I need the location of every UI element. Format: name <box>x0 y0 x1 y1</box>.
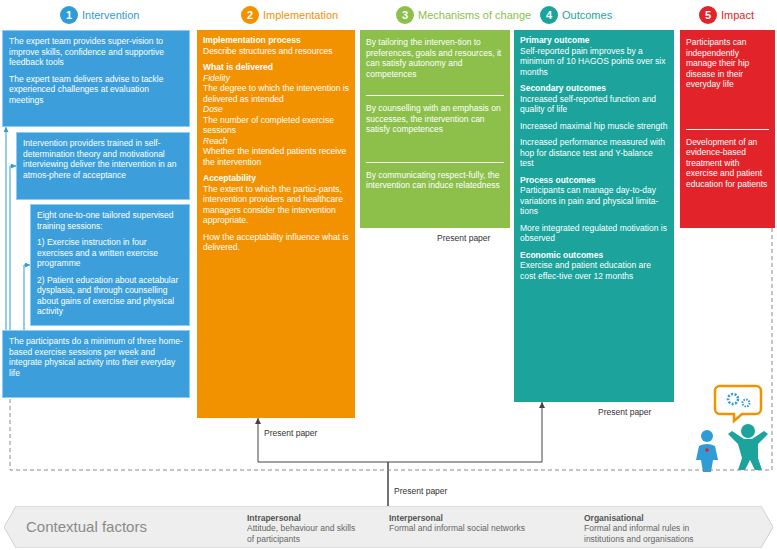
body-text: Eight one-to-one tailored supervised tra… <box>37 210 183 231</box>
body-text: The expert team provides super-vision to… <box>9 36 183 68</box>
column-heading: Intervention <box>82 8 139 22</box>
section-heading: Secondary outcomes <box>520 83 668 94</box>
present-paper-note: Present paper <box>264 428 317 438</box>
section-heading: Organisational <box>584 513 724 524</box>
step-number-text: 3 <box>396 6 414 24</box>
measure-name: Reach <box>203 136 349 147</box>
body-text: Describe structures and resources <box>203 46 349 57</box>
section-heading: Economic outcomes <box>520 250 668 261</box>
section-heading: Implementation process <box>203 35 349 46</box>
body-text: More integrated regulated motivation is … <box>520 223 668 244</box>
body-text: Intervention providers trained in self-d… <box>23 138 183 180</box>
flow-arrow <box>6 127 7 330</box>
intervention-box: The participants do a minimum of three h… <box>2 330 190 398</box>
body-text: The extent to which the partici-pants, i… <box>203 184 349 226</box>
context-band: Contextual factors IntrapersonalAttitude,… <box>4 506 773 548</box>
step-number-text: 2 <box>241 6 259 24</box>
measure-name: Fidelity <box>203 73 349 84</box>
outcomes-box: Primary outcomeSelf-reported pain improv… <box>514 30 674 402</box>
body-text: Attitude, behaviour and skills of partic… <box>247 523 357 544</box>
body-text: Formal and informal rules in institution… <box>584 523 724 544</box>
flow-arrow <box>258 418 388 506</box>
body-text: The degree to which the intervention is … <box>203 83 349 104</box>
body-text: Increased self-reported function and qua… <box>520 94 668 115</box>
people-icon <box>696 386 768 472</box>
body-text: Increased performance measured with hop … <box>520 137 668 169</box>
body-text: The number of completed exercise session… <box>203 115 349 136</box>
section-heading: Intrapersonal <box>247 513 357 524</box>
body-text: Participants can independently manage th… <box>686 30 769 129</box>
body-text: By tailoring the interven-tion to prefer… <box>366 30 504 95</box>
body-text: Participants can manage day-to-day varia… <box>520 185 668 217</box>
body-text: 2) Patient education about acetabular dy… <box>37 275 183 317</box>
step-number-text: 5 <box>699 6 717 24</box>
band-outline <box>4 506 773 548</box>
section-heading: What is delivered <box>203 62 349 73</box>
person-head <box>741 424 755 438</box>
column-heading: Outcomes <box>562 8 612 22</box>
person-head <box>701 430 713 442</box>
present-paper-note: Present paper <box>598 407 651 417</box>
section-heading: Acceptability <box>203 173 349 184</box>
body-text: The participants do a minimum of three h… <box>9 336 183 378</box>
body-text: Exercise and patient education are cost … <box>520 260 668 281</box>
gear-symbol <box>743 400 750 407</box>
body-text: By communicating respect-fully, the inte… <box>366 162 504 228</box>
body-text: Whether the intended patients receive th… <box>203 146 349 167</box>
section-heading: Process outcomes <box>520 175 668 186</box>
present-paper-note: Present paper <box>394 486 447 496</box>
intervention-box: Intervention providers trained in self-d… <box>16 132 190 200</box>
column-heading: Implementation <box>263 8 338 22</box>
step-number: 4 <box>540 6 558 24</box>
intervention-box: The expert team provides super-vision to… <box>2 30 190 127</box>
step-number-text: 4 <box>540 6 558 24</box>
person-body <box>728 431 768 470</box>
gear-symbol <box>728 394 738 404</box>
impact-box: Participants can independently manage th… <box>680 30 775 228</box>
body-text: How the acceptability influence what is … <box>203 232 349 253</box>
body-text: By counselling with an emphasis on succe… <box>366 95 504 161</box>
intervention-box: Eight one-to-one tailored supervised tra… <box>30 204 190 326</box>
flow-arrow <box>388 402 542 506</box>
circle-outline <box>396 6 414 24</box>
mechanism-box: By tailoring the interven-tion to prefer… <box>360 30 510 228</box>
step-number: 2 <box>241 6 259 24</box>
measure-name: Dose <box>203 104 349 115</box>
step-number-text: 1 <box>60 6 78 24</box>
step-number: 3 <box>396 6 414 24</box>
body-text: Formal and informal social networks <box>389 523 569 534</box>
section-heading: Interpersonal <box>389 513 569 524</box>
person-body <box>696 444 718 472</box>
circle-outline <box>699 6 717 24</box>
cross-symbol <box>705 448 709 452</box>
circle-outline <box>60 6 78 24</box>
circle-outline <box>540 6 558 24</box>
body-text: Development of an evidence-based treatme… <box>686 129 769 229</box>
section-heading: Primary outcome <box>520 35 668 46</box>
speech-bubble <box>715 386 761 421</box>
body-text: 1) Exercise instruction in four exercise… <box>37 237 183 269</box>
body-text: Increased maximal hip muscle strength <box>520 121 668 132</box>
column-heading: Impact <box>721 8 754 22</box>
band-title: Contextual factors <box>26 518 196 536</box>
present-paper-note: Present paper <box>437 233 490 243</box>
step-number: 5 <box>699 6 717 24</box>
body-text: The expert team delivers advise to tackl… <box>9 74 183 106</box>
step-number: 1 <box>60 6 78 24</box>
column-heading: Mechanisms of change <box>418 8 531 22</box>
implementation-box: Implementation processDescribe structure… <box>197 30 355 418</box>
circle-outline <box>241 6 259 24</box>
body-text: Self-reported pain improves by a minimum… <box>520 46 668 78</box>
